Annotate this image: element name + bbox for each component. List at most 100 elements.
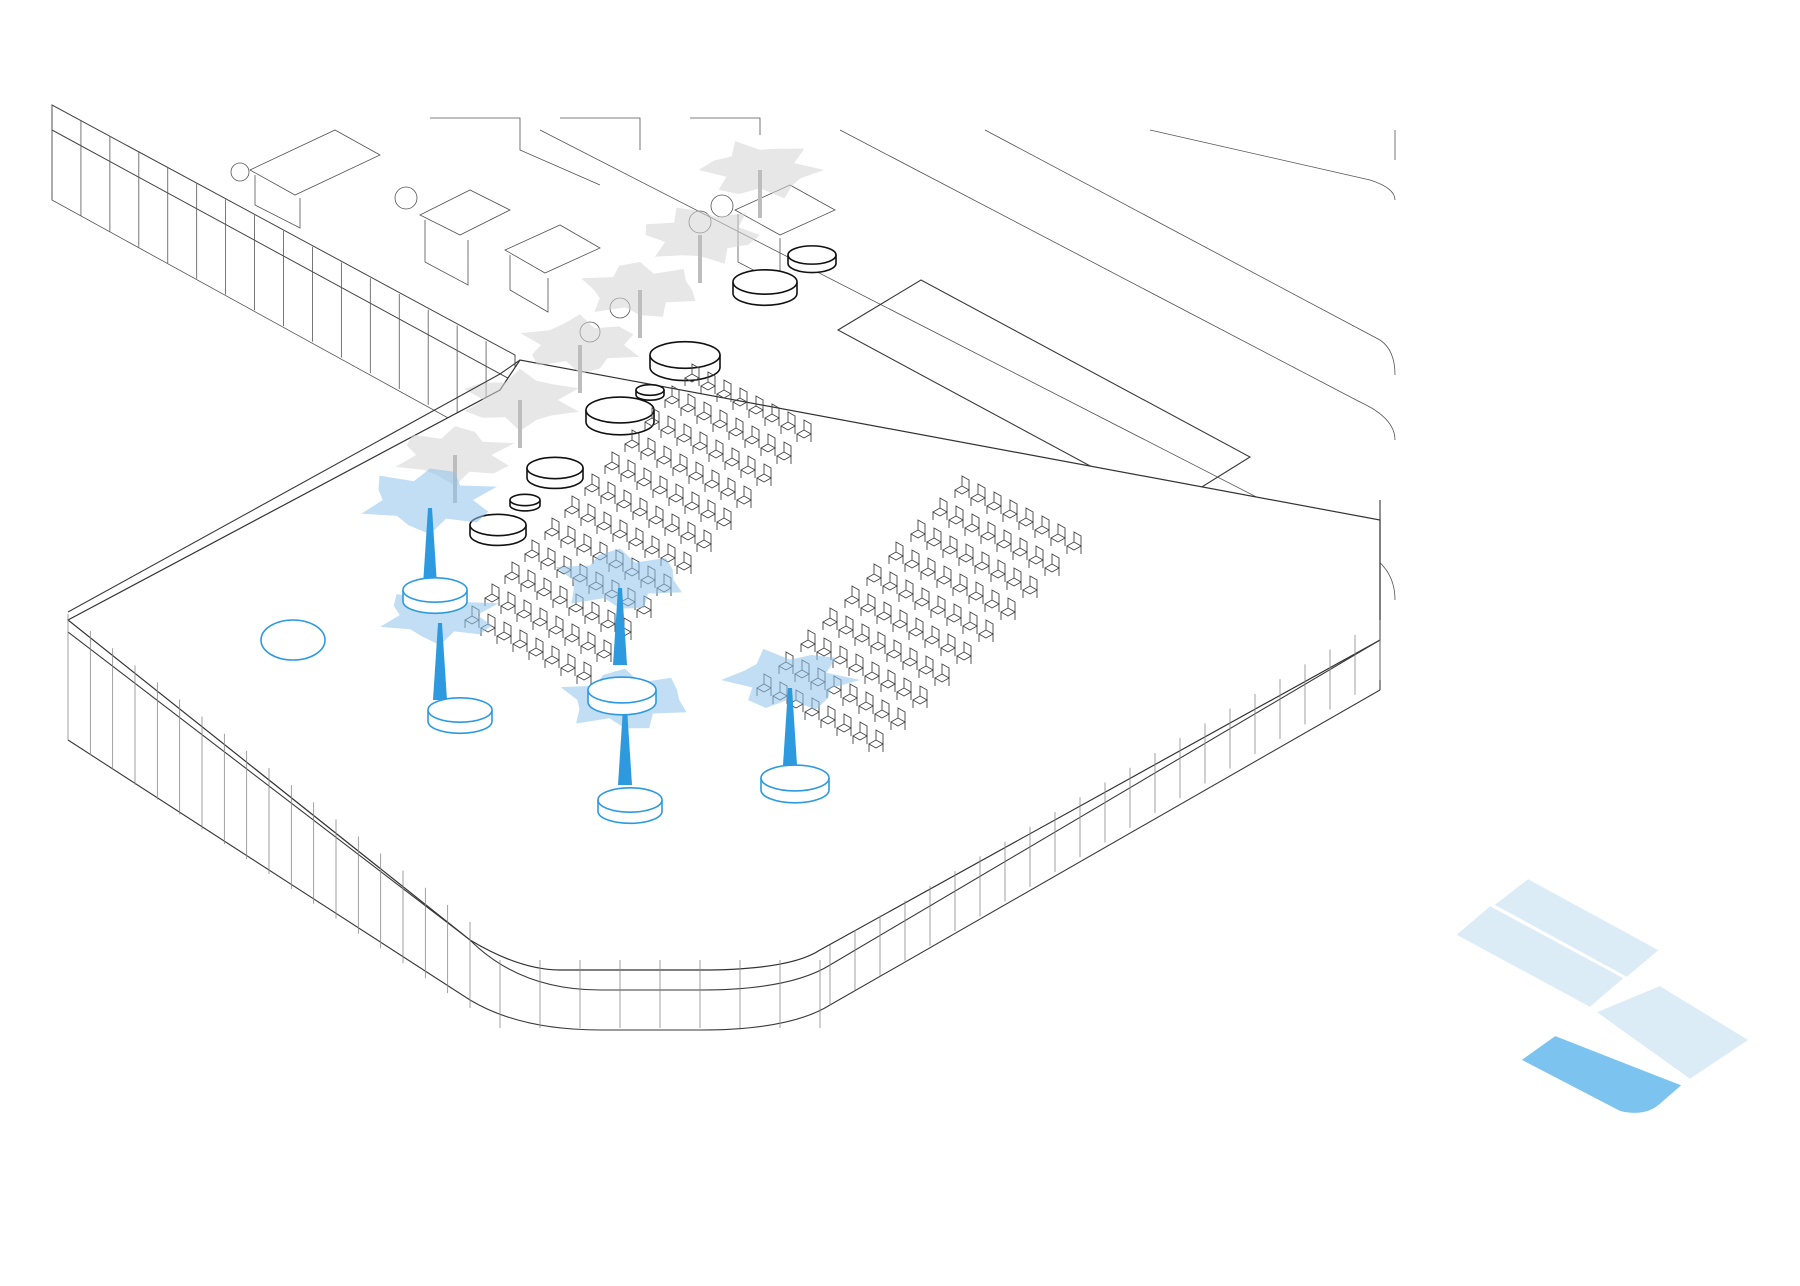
chair: [858, 691, 874, 714]
black-planter: [469, 513, 527, 547]
glass-railing: [67, 359, 1381, 1031]
chair: [568, 593, 584, 616]
grey-tree-trunk: [758, 170, 762, 218]
blue-tree-canopy: [555, 548, 682, 609]
chair: [980, 521, 996, 544]
blue-tree-trunk: [613, 588, 627, 665]
chair: [760, 433, 776, 456]
blue-planter: [597, 787, 663, 825]
chair: [716, 379, 732, 402]
chair: [1034, 515, 1050, 538]
black-planter: [732, 269, 798, 307]
chair: [484, 583, 500, 606]
chair: [636, 595, 652, 618]
chair: [736, 485, 752, 508]
chair: [664, 513, 680, 536]
chair: [936, 565, 952, 588]
chair: [524, 539, 540, 562]
chair: [820, 705, 836, 728]
key-plan: [1453, 876, 1752, 1115]
chair: [986, 491, 1002, 514]
chair: [836, 713, 852, 736]
chair: [842, 683, 858, 706]
chair: [684, 363, 700, 386]
chair: [672, 453, 688, 476]
key-plan-highlighted-terrace: [1518, 1033, 1685, 1115]
chair: [956, 641, 972, 664]
blue-tree-trunk: [423, 508, 437, 585]
chair: [720, 477, 736, 500]
chair: [580, 631, 596, 654]
black-planter: [787, 245, 837, 274]
chair: [1012, 537, 1028, 560]
chair: [580, 503, 596, 526]
chair: [700, 371, 716, 394]
chair: [822, 607, 838, 630]
chair: [652, 475, 668, 498]
chair: [904, 549, 920, 572]
chair: [740, 455, 756, 478]
chair: [596, 511, 612, 534]
chair: [696, 401, 712, 424]
chair: [874, 699, 890, 722]
chair: [576, 661, 592, 684]
chair: [952, 573, 968, 596]
chair: [724, 447, 740, 470]
chair: [644, 535, 660, 558]
chair: [866, 563, 882, 586]
blue-tree-trunk: [433, 623, 447, 700]
chair: [902, 647, 918, 670]
grey-tree-canopy: [520, 314, 640, 374]
chair: [584, 601, 600, 624]
highlighted-trees: [361, 468, 861, 785]
chair: [1050, 523, 1066, 546]
chair: [648, 505, 664, 528]
blue-tree-canopy: [361, 468, 497, 535]
chair: [1018, 507, 1034, 530]
background-trees: [395, 141, 825, 503]
chair: [934, 663, 950, 686]
chair: [676, 551, 692, 574]
chair: [1022, 575, 1038, 598]
chair: [596, 639, 612, 662]
chair: [848, 653, 864, 676]
blue-planter: [760, 764, 830, 804]
chair: [696, 529, 712, 552]
chair: [918, 655, 934, 678]
chair: [1000, 597, 1016, 620]
chair: [920, 557, 936, 580]
chair: [640, 437, 656, 460]
chair: [680, 521, 696, 544]
chair: [632, 497, 648, 520]
chair: [676, 423, 692, 446]
chair: [970, 483, 986, 506]
chair: [628, 527, 644, 550]
chair: [838, 615, 854, 638]
grey-tree-trunk: [518, 400, 522, 448]
chair: [888, 541, 904, 564]
chair: [688, 461, 704, 484]
chair: [748, 395, 764, 418]
grey-tree-trunk: [638, 290, 642, 338]
chair: [1006, 567, 1022, 590]
chair: [924, 625, 940, 648]
black-planter: [526, 456, 584, 490]
terrace-floor: [66, 359, 1381, 971]
chair: [600, 481, 616, 504]
chair: [712, 409, 728, 432]
chair: [728, 417, 744, 440]
chair: [990, 559, 1006, 582]
chair: [896, 677, 912, 700]
chair: [624, 429, 640, 452]
chair: [576, 533, 592, 556]
grey-tree-canopy: [464, 368, 580, 431]
chair: [620, 459, 636, 482]
chair: [528, 637, 544, 660]
stage-rectangle: [836, 279, 1252, 509]
blue-tree-trunk: [618, 708, 632, 785]
chair: [926, 527, 942, 550]
chair: [496, 621, 512, 644]
grey-tree-canopy: [645, 207, 760, 264]
key-plan-right-wing: [1592, 983, 1752, 1082]
upper-building: [51, 104, 1396, 601]
